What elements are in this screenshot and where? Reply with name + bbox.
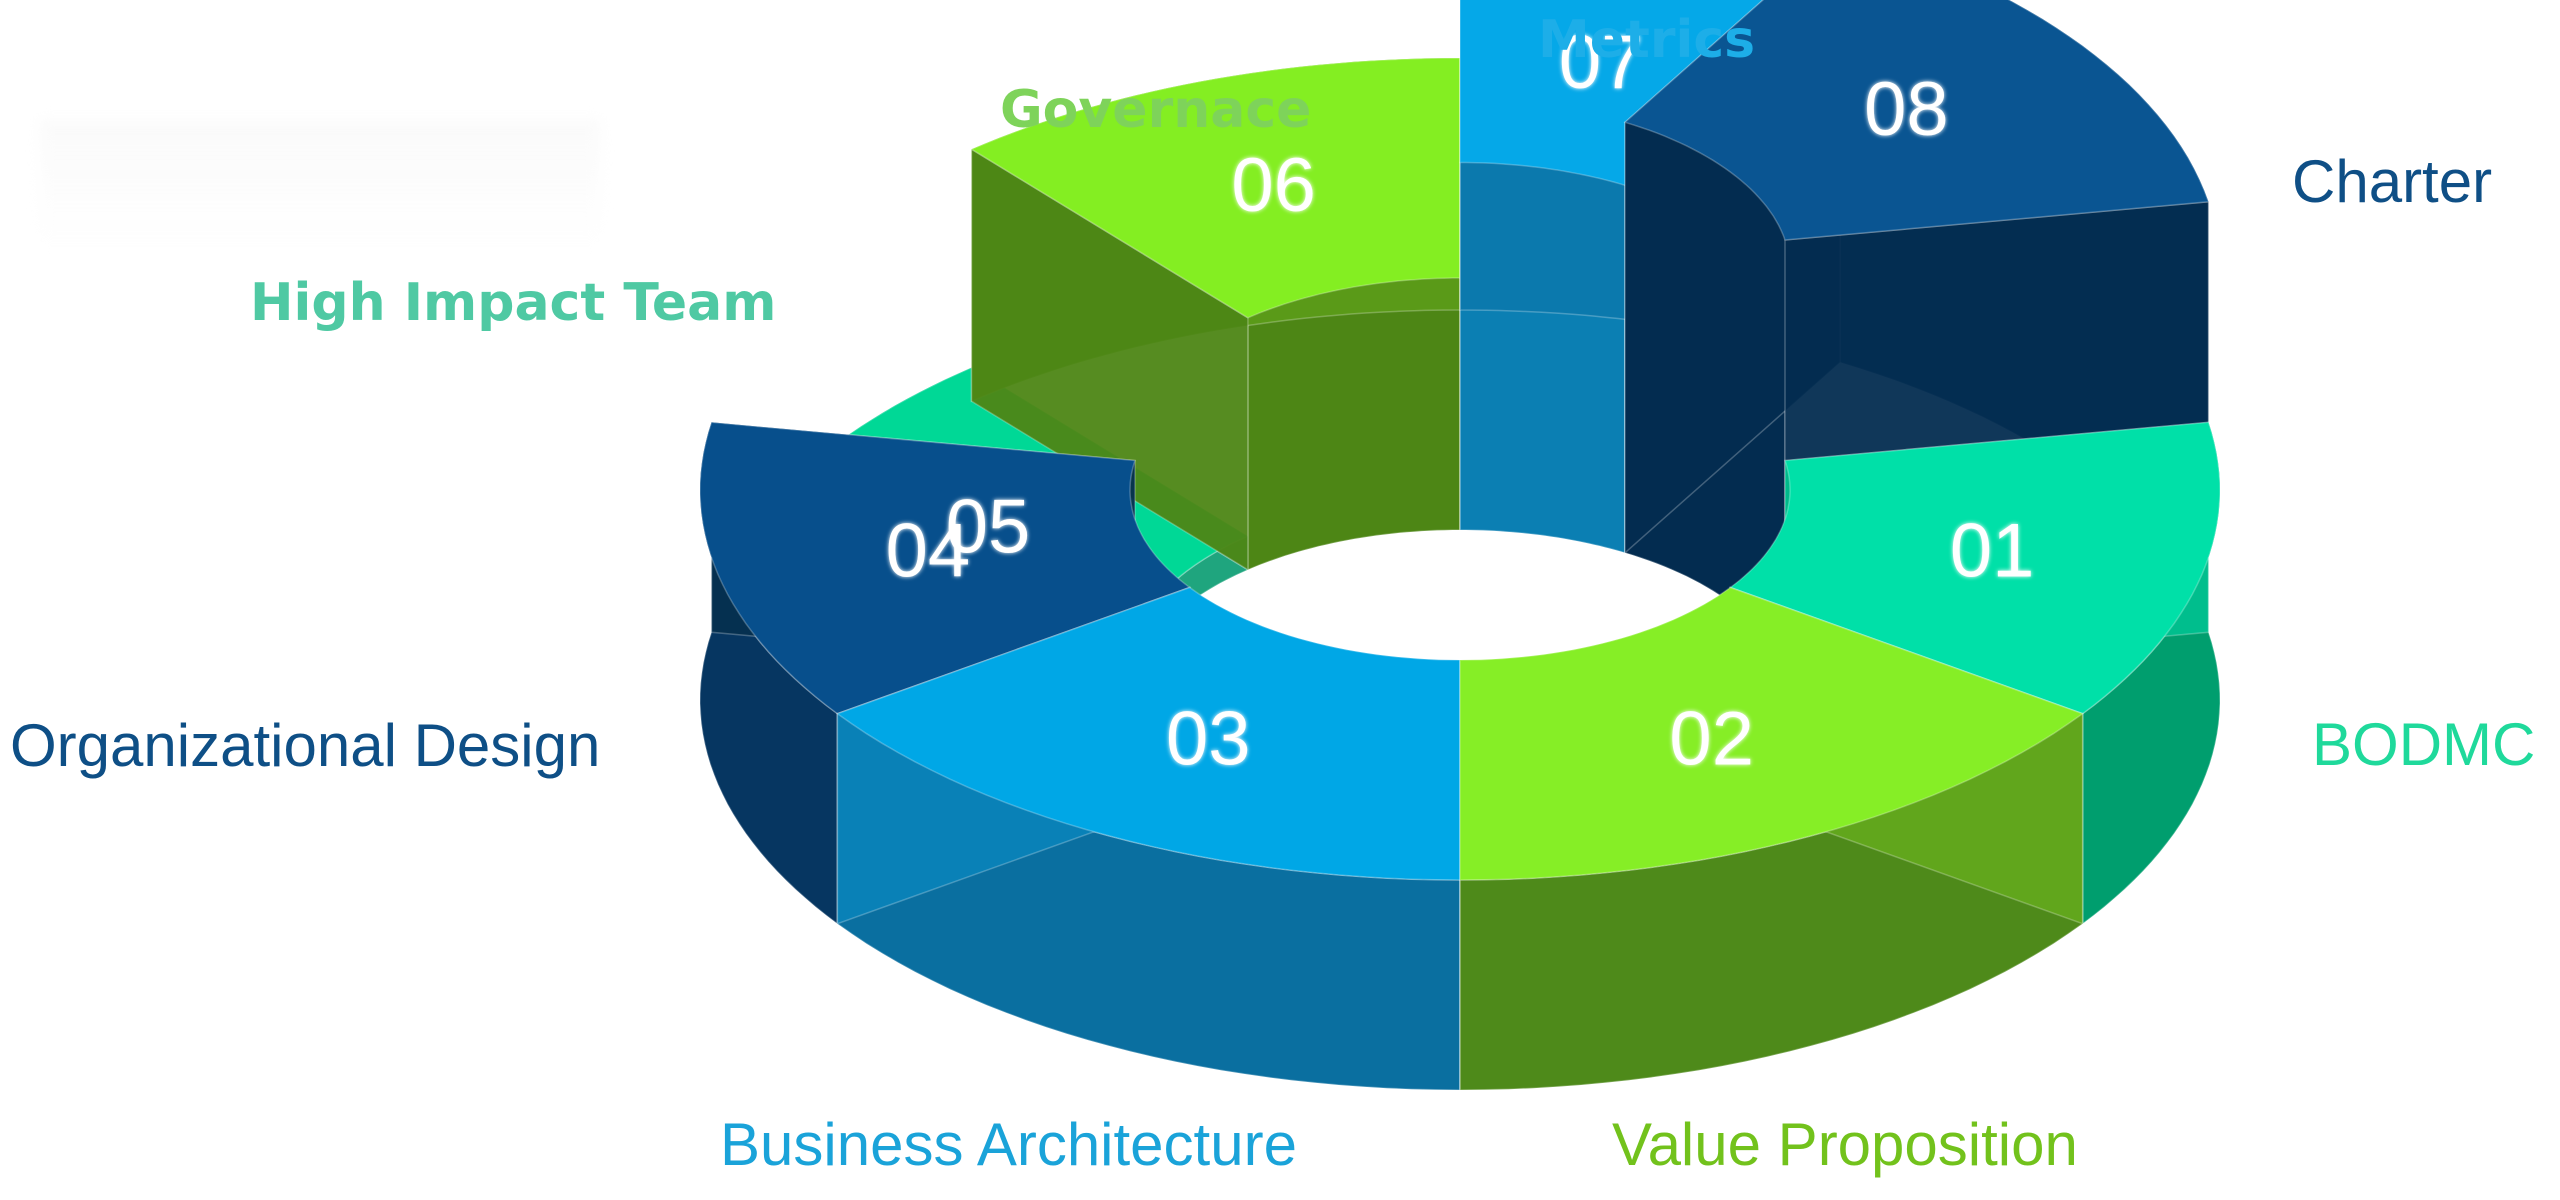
label-governace: Governace	[1000, 80, 1312, 140]
label-organizational-design: Organizational Design	[10, 712, 601, 779]
label-business-architecture: Business Architecture	[720, 1111, 1297, 1178]
segment-number-08: 08	[1864, 67, 1949, 152]
segment-08-top-face	[1623, 0, 2210, 241]
label-charter: Charter	[2292, 148, 2493, 215]
segment-number-05: 05	[946, 484, 1031, 569]
segment-04-top-face	[699, 421, 1192, 715]
segment-numbers: 05 06 07 08 04 03 01 02	[886, 20, 2035, 781]
segment-number-07: 07	[1559, 20, 1644, 105]
segment-number-03: 03	[1166, 696, 1251, 781]
segment-number-01: 01	[1950, 509, 2035, 594]
ring-layer	[699, 0, 2221, 1091]
label-high-impact-team: High Impact Team	[250, 273, 777, 333]
label-metrics: Metrics	[1538, 10, 1756, 70]
label-value-proposition: Value Proposition	[1612, 1111, 2078, 1178]
segment-number-02: 02	[1669, 696, 1754, 781]
segment-number-06: 06	[1231, 143, 1316, 228]
label-bodmc: BODMC	[2312, 711, 2536, 778]
segment-02-top-face	[1459, 586, 2085, 881]
segment-03-top-face	[835, 586, 1461, 881]
segment-number-04: 04	[886, 509, 971, 594]
faded-watermark	[40, 120, 600, 250]
